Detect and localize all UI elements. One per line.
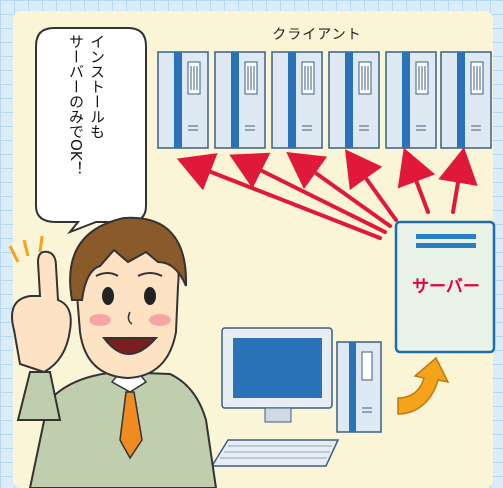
distribution-arrow: [229, 152, 387, 234]
distribution-arrow: [438, 147, 478, 214]
desktop-tower: [336, 341, 382, 433]
distribution-arrow: [286, 152, 392, 228]
client-tower: [385, 51, 437, 149]
speech-bubble-text: インストールも サーバーのみでOK！: [40, 34, 132, 224]
speech-bubble: [35, 27, 147, 235]
clients-label: クライアント: [272, 27, 362, 43]
install-curved-arrow: [397, 356, 450, 415]
client-tower: [328, 51, 380, 149]
distribution-arrow: [344, 149, 398, 222]
distribution-arrow: [176, 153, 382, 240]
server-label: サーバー: [412, 277, 480, 297]
client-tower: [440, 51, 492, 149]
presenter-character: [8, 216, 218, 488]
speech-line-1: インストールも: [88, 34, 106, 139]
keyboard: [210, 439, 340, 467]
client-tower: [271, 51, 323, 149]
client-tower: [157, 51, 209, 149]
client-tower: [214, 51, 266, 149]
server-box: [394, 220, 496, 354]
distribution-arrow: [397, 147, 436, 214]
speech-line-2: サーバーのみでOK！: [67, 34, 85, 176]
desktop-monitor: [221, 327, 333, 423]
